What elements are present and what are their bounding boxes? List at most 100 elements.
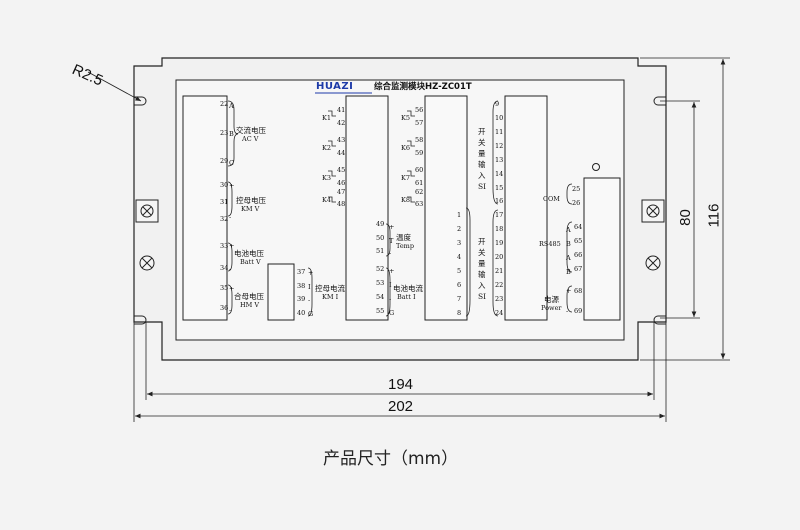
terminal-mark: B bbox=[229, 130, 234, 138]
batt-sub: Batt V bbox=[240, 258, 261, 266]
power-title: 电源 bbox=[544, 295, 559, 304]
terminal-number: 9 bbox=[495, 100, 500, 108]
brace-lines bbox=[227, 100, 573, 317]
si-label: 量 bbox=[478, 149, 486, 158]
terminal-mark: + bbox=[389, 267, 395, 275]
terminal-number: 59 bbox=[415, 149, 424, 157]
relay-label: K2 bbox=[322, 144, 331, 152]
terminal-mark: + bbox=[566, 287, 572, 295]
temp-sub: Temp bbox=[396, 242, 415, 250]
relay-label: K4 bbox=[322, 196, 331, 204]
terminal-mark: + bbox=[229, 182, 235, 190]
batt-title: 电池电压 bbox=[234, 249, 264, 258]
terminal-number: 16 bbox=[495, 197, 504, 205]
terminal-number: 25 bbox=[572, 185, 581, 193]
terminal-number: 39 bbox=[297, 295, 306, 303]
terminal-number: 15 bbox=[495, 184, 504, 192]
relay-label: K6 bbox=[401, 144, 410, 152]
terminal-number: 6 bbox=[457, 281, 462, 289]
dimensions-caption: 产品尺寸（mm） bbox=[323, 449, 459, 469]
terminal-number: 68 bbox=[574, 287, 583, 295]
si-label: 关 bbox=[478, 138, 486, 147]
rs485-label: RS485 bbox=[539, 240, 561, 248]
terminal-number: 12 bbox=[495, 142, 504, 150]
terminal-mark: A bbox=[566, 226, 571, 234]
terminal-number: 47 bbox=[337, 188, 346, 196]
terminal-number: 57 bbox=[415, 119, 424, 127]
km-i-sub: KM I bbox=[322, 293, 339, 301]
batt-i-sub: Batt I bbox=[397, 293, 416, 301]
si-label: 关 bbox=[478, 248, 486, 257]
terminal-mark: A bbox=[566, 254, 571, 262]
terminal-number: 18 bbox=[495, 225, 504, 233]
terminal-number: 4 bbox=[457, 253, 462, 261]
terminal-number: 50 bbox=[376, 234, 385, 242]
screw-icon bbox=[135, 199, 665, 271]
dim-inner-width: 194 bbox=[388, 376, 414, 393]
terminal-mark: T bbox=[389, 237, 394, 245]
terminal-number: 34 bbox=[220, 264, 229, 272]
terminal-number: 66 bbox=[574, 251, 583, 259]
terminal-mark: G bbox=[389, 309, 395, 317]
terminal-mark: B bbox=[566, 268, 571, 276]
terminal-mark: B bbox=[566, 240, 571, 248]
terminal-number: 17 bbox=[495, 211, 504, 219]
terminal-number: 48 bbox=[337, 200, 346, 208]
terminal-number: 8 bbox=[457, 309, 462, 317]
si-label: 量 bbox=[478, 259, 486, 268]
dim-outer-width: 202 bbox=[388, 398, 414, 415]
terminal-number: 64 bbox=[574, 223, 583, 231]
terminal-number: 7 bbox=[457, 295, 462, 303]
terminal-number: 46 bbox=[337, 179, 346, 187]
terminal-number: 62 bbox=[415, 188, 424, 196]
terminal-number: 61 bbox=[415, 179, 424, 187]
terminal-mark: - bbox=[389, 295, 392, 303]
terminal-number: 38 bbox=[297, 282, 306, 290]
brand-logo: HUAZI bbox=[316, 81, 354, 92]
terminal-number: 58 bbox=[415, 136, 424, 144]
terminal-mark: I bbox=[389, 281, 392, 289]
terminal-number: 31 bbox=[220, 198, 229, 206]
terminal-number: 54 bbox=[376, 293, 385, 301]
terminal-number: 23 bbox=[495, 295, 504, 303]
relay-label: K5 bbox=[401, 114, 410, 122]
front-panel bbox=[175, 79, 625, 341]
terminal-number: 22 bbox=[495, 281, 504, 289]
terminal-number: 11 bbox=[495, 128, 504, 136]
si-label: 开 bbox=[478, 127, 486, 136]
terminal-number: 53 bbox=[376, 279, 385, 287]
km-title: 控母电压 bbox=[236, 196, 266, 205]
terminal-number: 26 bbox=[572, 199, 581, 207]
si-label: 开 bbox=[478, 237, 486, 246]
terminal-number: 65 bbox=[574, 237, 583, 245]
terminal-number: 2 bbox=[457, 225, 462, 233]
terminal-number: 41 bbox=[337, 106, 346, 114]
mounting-slots bbox=[134, 96, 666, 325]
terminal-number: 20 bbox=[495, 253, 504, 261]
module-title: 综合监测模块HZ-ZC01T bbox=[374, 82, 472, 92]
terminal-number: 22 bbox=[220, 100, 229, 108]
terminal-number: 35 bbox=[220, 284, 229, 292]
batt-i-title: 电池电流 bbox=[393, 284, 423, 293]
terminal-mark: + bbox=[229, 285, 235, 293]
led-indicator bbox=[592, 163, 600, 171]
terminal-number: 1 bbox=[457, 211, 462, 219]
terminal-mark: + bbox=[389, 223, 395, 231]
hm-sub: HM V bbox=[240, 301, 260, 309]
dim-inner-height: 80 bbox=[676, 209, 694, 226]
relay-label: K3 bbox=[322, 174, 331, 182]
terminal-number: 67 bbox=[574, 265, 583, 273]
terminal-number: 49 bbox=[376, 220, 385, 228]
terminal-number: 5 bbox=[457, 267, 462, 275]
terminal-number: 14 bbox=[495, 170, 504, 178]
terminal-number: 42 bbox=[337, 119, 346, 127]
terminal-mark: - bbox=[308, 296, 311, 304]
relay-label: K7 bbox=[401, 174, 410, 182]
terminal-number: 69 bbox=[574, 307, 583, 315]
terminal-number: 40 bbox=[297, 309, 306, 317]
terminal-number: 56 bbox=[415, 106, 424, 114]
hm-title: 合母电压 bbox=[234, 292, 264, 301]
relay-label: K1 bbox=[322, 114, 331, 122]
